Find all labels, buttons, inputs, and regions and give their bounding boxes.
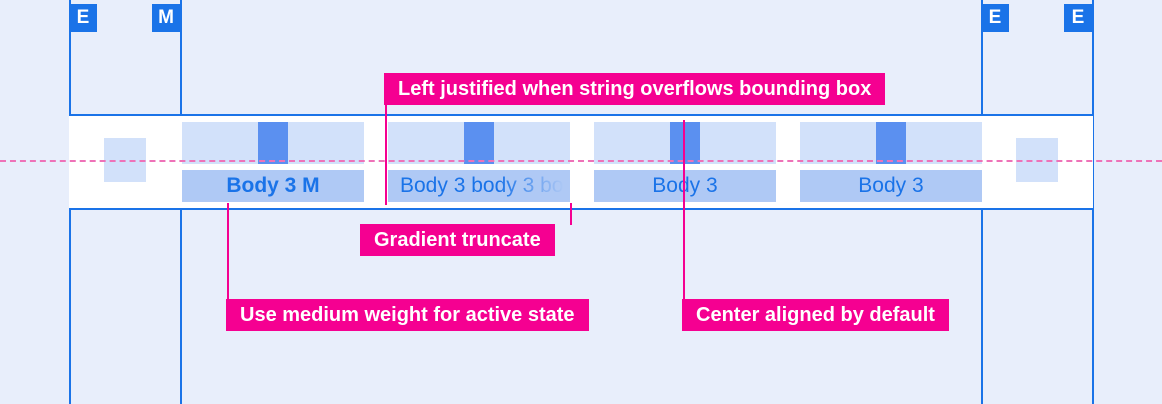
tab-cell-2-glyph-band	[388, 122, 570, 164]
tab-icon-placeholder-icon	[464, 122, 494, 164]
leader-line-center	[683, 120, 685, 300]
tab-cell-3-label-band: Body 3	[594, 170, 776, 202]
callout-medium-weight-active: Use medium weight for active state	[226, 299, 589, 331]
tab-cell-4-glyph-band	[800, 122, 982, 164]
tab-cell-1-glyph-band	[182, 122, 364, 164]
tab-icon-placeholder-icon	[670, 122, 700, 164]
tab-cell-4[interactable]: Body 3	[800, 122, 982, 202]
tab-cell-3[interactable]: Body 3	[594, 122, 776, 202]
callout-gradient-truncate: Gradient truncate	[360, 224, 555, 256]
tab-cell-2[interactable]: Body 3 body 3 body 3	[388, 122, 570, 202]
tab-cell-2-label: Body 3 body 3 body 3	[400, 174, 570, 197]
leader-line-overflow	[385, 105, 387, 205]
tab-cell-4-label: Body 3	[858, 174, 924, 197]
callout-left-justified-overflow: Left justified when string overflows bou…	[384, 73, 886, 105]
badge-m: M	[152, 4, 180, 32]
tab-cell-1[interactable]: Body 3 M	[182, 122, 364, 202]
tab-icon-placeholder-icon	[876, 122, 906, 164]
leader-line-active	[227, 203, 229, 300]
vertical-guide-4	[1092, 0, 1094, 404]
leader-line-gradient	[570, 203, 572, 225]
badge-e-3: E	[1064, 4, 1092, 32]
badge-e-1: E	[69, 4, 97, 32]
badge-e-2: E	[981, 4, 1009, 32]
vertical-center-guide	[0, 160, 1162, 162]
tab-cell-1-label-band: Body 3 M	[182, 170, 364, 202]
tab-icon-placeholder-icon	[258, 122, 288, 164]
tab-cell-3-label: Body 3	[652, 174, 718, 197]
tab-cell-2-label-band: Body 3 body 3 body 3	[388, 170, 570, 202]
tab-cell-3-glyph-band	[594, 122, 776, 164]
callout-center-aligned-default: Center aligned by default	[682, 299, 949, 331]
tab-cell-4-label-band: Body 3	[800, 170, 982, 202]
tab-cell-1-label: Body 3 M	[226, 174, 320, 197]
